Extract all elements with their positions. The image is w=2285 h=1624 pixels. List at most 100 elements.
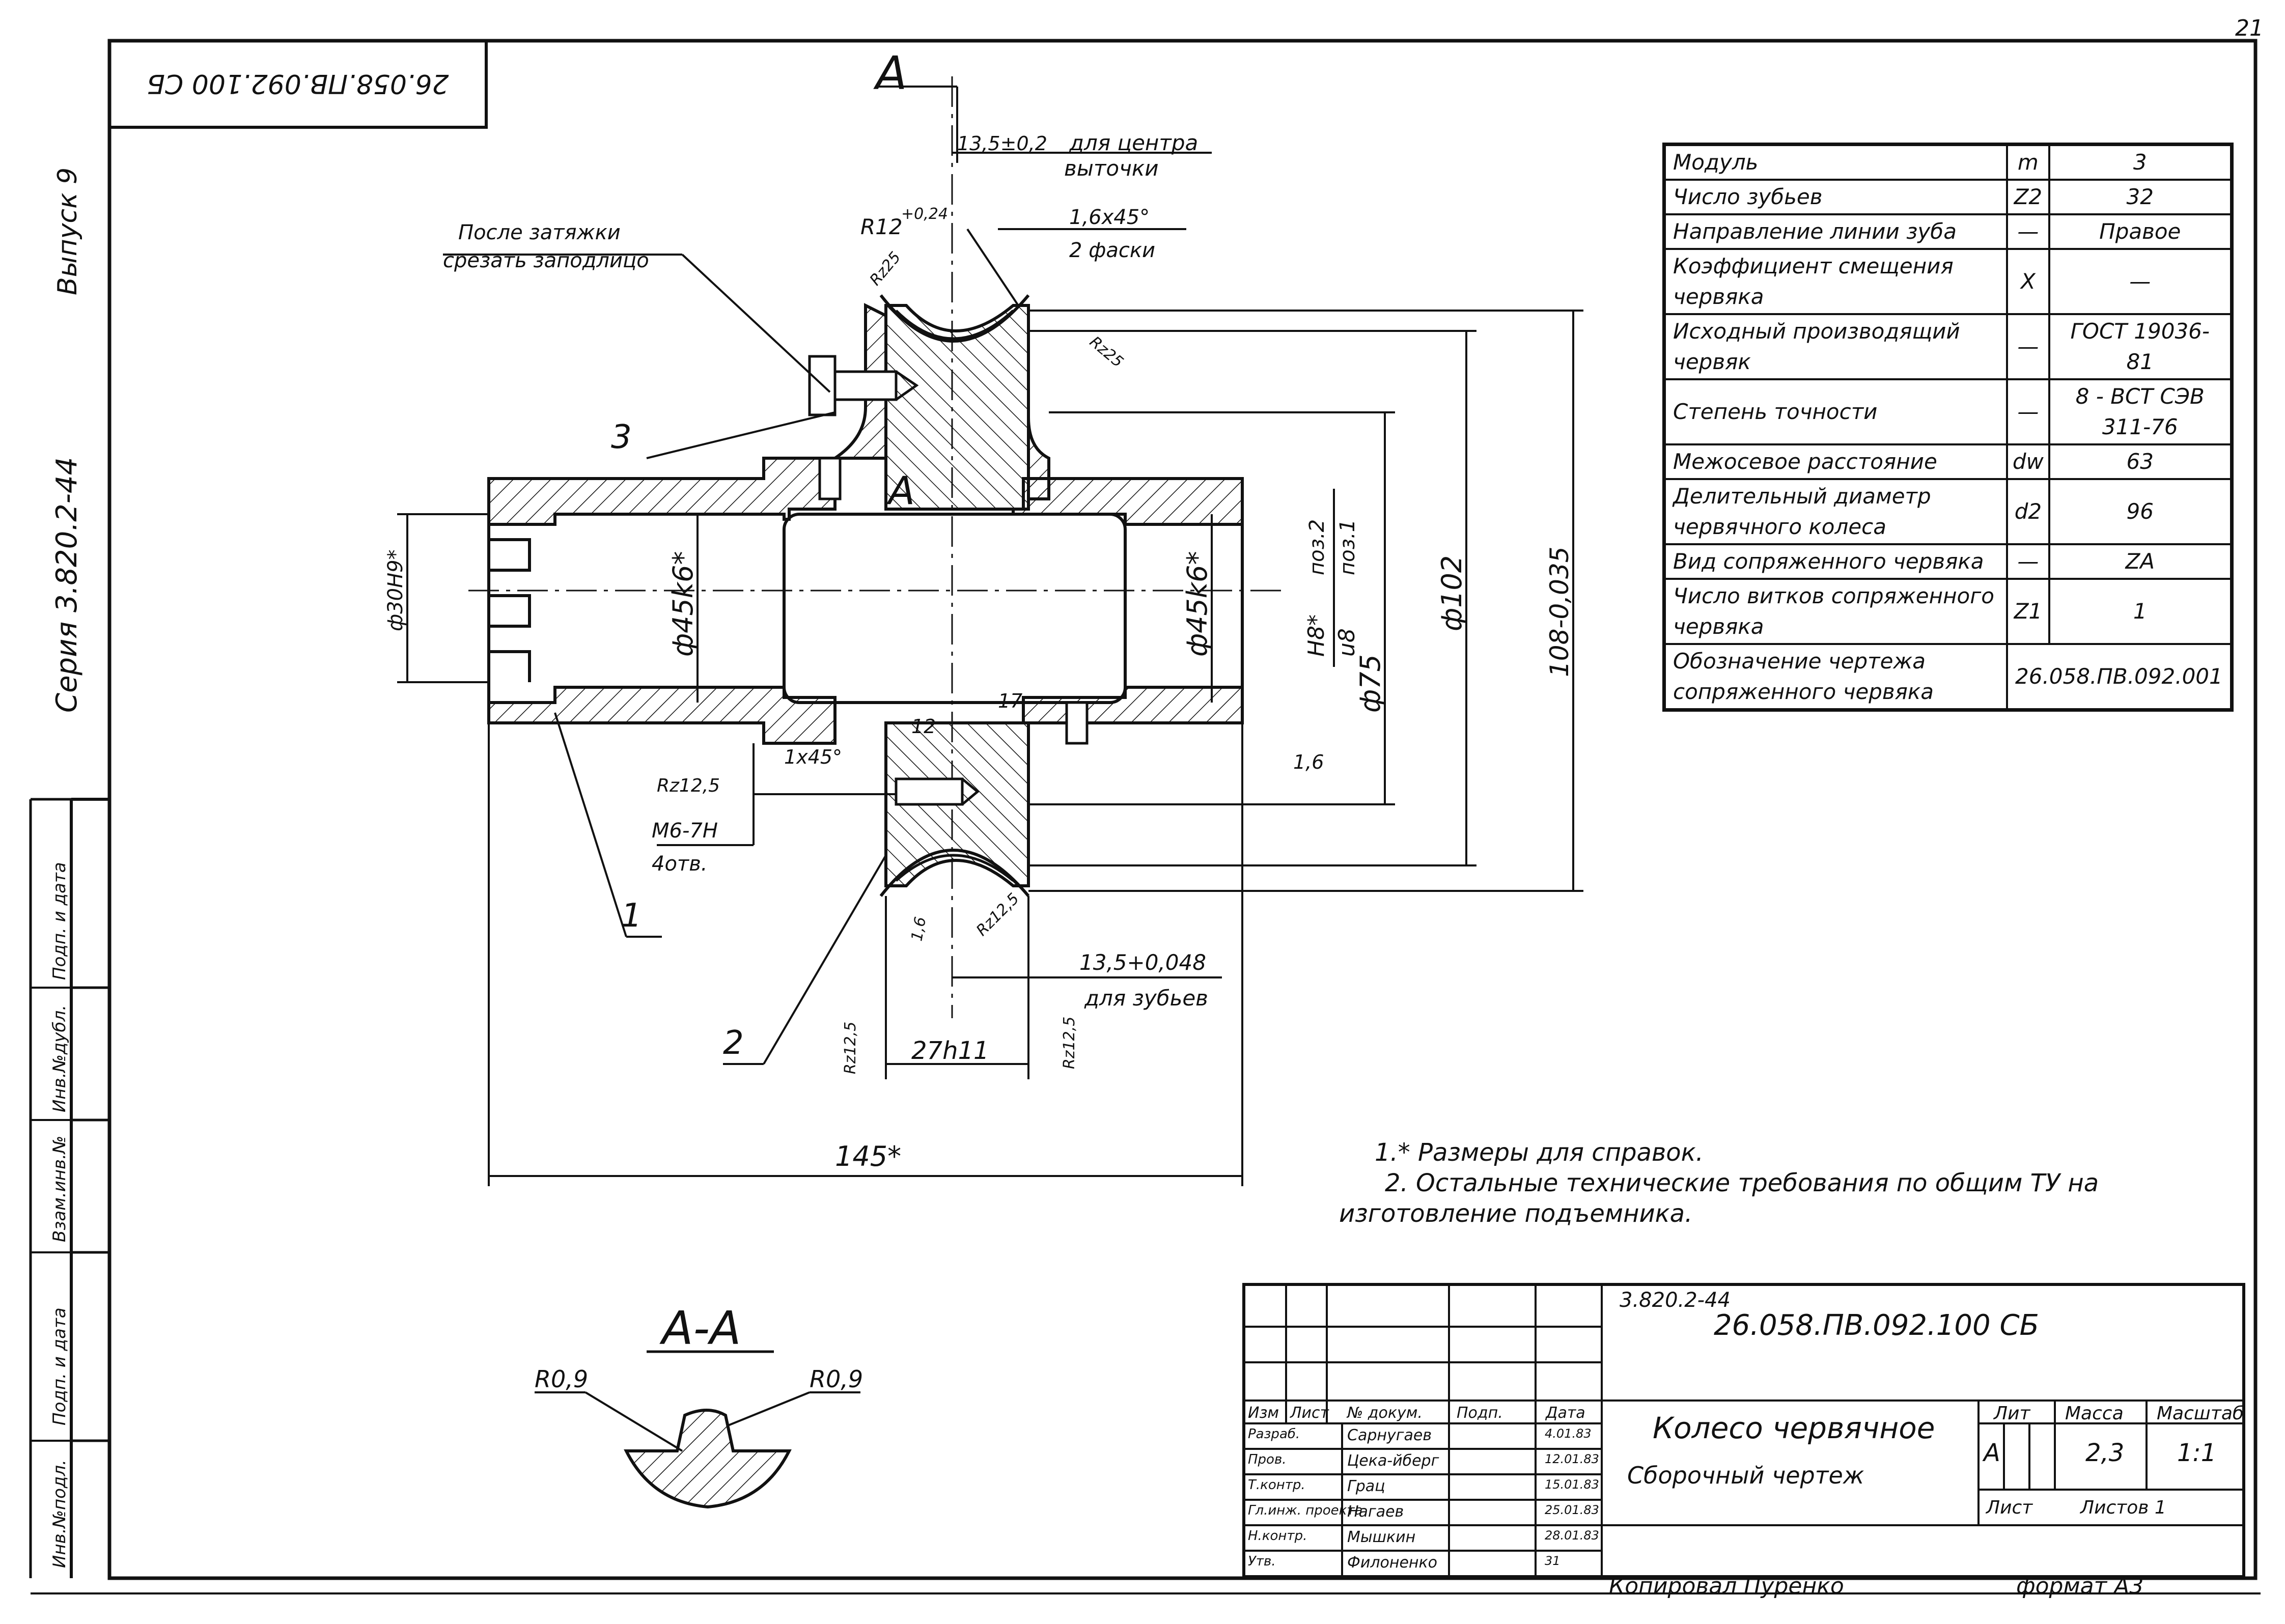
tb-mass-head: Масса: [2065, 1403, 2124, 1424]
tb-lit-val: А: [1984, 1439, 2000, 1467]
param-value: 63: [2048, 443, 2233, 480]
tb-head-doc: № докум.: [1347, 1404, 1423, 1422]
note-cut-2: срезать заподлицо: [443, 249, 649, 272]
params-row: Вид сопряженного червяка—ZA: [1663, 543, 2233, 580]
dim-chamfer-small: 1х45°: [784, 746, 842, 768]
section-aa-title: А-А: [659, 1302, 741, 1355]
dim-chamfer: 1,6x45°: [1069, 206, 1150, 229]
param-value: ГОСТ 19036-81: [2048, 313, 2233, 380]
tb-head-izm: Изм: [1248, 1404, 1279, 1422]
tb-row-name: Нагаев: [1347, 1503, 1404, 1521]
dia-45k6-left: ф45k6*: [667, 551, 699, 657]
param-value: —: [2048, 248, 2233, 315]
param-name: Вид сопряженного червяка: [1663, 543, 2008, 580]
param-name: Межосевое расстояние: [1663, 443, 2008, 480]
copied-by: Копировал Пуренко: [1609, 1573, 1844, 1599]
side-stamp-vzam: Взам.инв.№: [49, 1136, 70, 1242]
tb-row-name: Мышкин: [1347, 1528, 1416, 1546]
dim-145: 145*: [835, 1140, 901, 1172]
param-value: 8 - ВСТ СЭВ 311-76: [2048, 378, 2233, 445]
tb-head-sign: Подп.: [1457, 1404, 1503, 1422]
tb-row-name: Сарнугаев: [1347, 1426, 1432, 1444]
tb-row-date: 28.01.83: [1545, 1528, 1599, 1543]
param-name: Модуль: [1663, 143, 2008, 181]
params-row: Степень точности—8 - ВСТ СЭВ 311-76: [1663, 378, 2233, 445]
fit-bottom: u8: [1334, 628, 1360, 657]
dim-17: 17: [998, 690, 1022, 712]
tb-row-date: 12.01.83: [1545, 1452, 1599, 1466]
tb-row-role: Разраб.: [1248, 1426, 1300, 1442]
tb-scale-val: 1:1: [2177, 1439, 2217, 1467]
param-value: 26.058.ПВ.092.001: [2005, 643, 2233, 711]
param-value: 96: [2048, 478, 2233, 545]
dia-30h9: ф30Н9*: [384, 549, 407, 631]
dim-radius-top-tol: +0,24: [901, 205, 948, 223]
tb-name-line1: Колесо червячное: [1653, 1411, 1935, 1445]
drawing-frame: [107, 39, 2258, 1580]
rz125-d: Rz12,5: [1061, 1017, 1078, 1069]
note-center-2: выточки: [1064, 156, 1159, 181]
main-section-view: [468, 76, 1283, 1018]
note-center-1: для центра: [1069, 130, 1198, 155]
dim-teeth: 13,5+0,048: [1079, 950, 1206, 975]
tb-name-line2: Сборочный чертеж: [1627, 1462, 1864, 1489]
tb-row-date: 25.01.83: [1545, 1503, 1599, 1517]
param-name: Исходный производящий червяк: [1663, 313, 2008, 380]
tb-head-date: Дата: [1546, 1404, 1585, 1422]
drawing-annotations: А А 13,5±0,2 для центра выточки R12 +0,2…: [384, 47, 1574, 1172]
tb-mass-val: 2,3: [2085, 1439, 2125, 1467]
rz25-a: Rz25: [867, 248, 905, 289]
rotated-stamp-code: 26.058.ПВ.092.100 СБ: [147, 68, 449, 99]
side-stamp: Инв.№подл. Подп. и дата Взам.инв.№ Инв.№…: [29, 798, 109, 1578]
section-mark-inner: А: [886, 468, 915, 513]
tb-series-code: 3.820.2-44: [1620, 1289, 1731, 1312]
note-1: 1.* Размеры для справок.: [1375, 1138, 1704, 1167]
param-name: Обозначение чертежа сопряженного червяка: [1663, 643, 2008, 711]
params-row: Исходный производящий червяк—ГОСТ 19036-…: [1663, 313, 2233, 380]
section-aa-view: А-А R0,9 R0,9: [535, 1302, 863, 1509]
param-name: Коэффициент смещения червяка: [1663, 248, 2008, 315]
tb-row-date: 31: [1545, 1554, 1561, 1568]
tb-sheets-label: Листов 1: [2080, 1497, 2166, 1518]
format-label: формат А3: [2016, 1573, 2144, 1599]
tb-row-name: Цека-йберг: [1347, 1452, 1439, 1470]
param-name: Число витков сопряженного червяка: [1663, 578, 2008, 645]
dim-center: 13,5±0,2: [957, 132, 1047, 155]
param-value: 3: [2048, 143, 2233, 181]
param-value: ZA: [2048, 543, 2233, 580]
tb-sheet-label: Лист: [1986, 1497, 2033, 1518]
param-symbol: d2: [2006, 478, 2050, 545]
param-symbol: —: [2006, 378, 2050, 445]
dim-27h11: 27h11: [911, 1037, 989, 1065]
param-name: Число зубьев: [1663, 179, 2008, 215]
param-symbol: —: [2006, 543, 2050, 580]
rz25-b: Rz25: [1086, 333, 1127, 371]
dim-chamfer-count: 2 фаски: [1069, 239, 1155, 262]
dia-45k6-right: ф45k6*: [1181, 551, 1213, 657]
rough-16-a: 1,6: [1293, 751, 1324, 773]
params-row: Обозначение чертежа сопряженного червяка…: [1663, 643, 2233, 711]
tb-lit-head: Лит: [1994, 1403, 2030, 1424]
rz125-a: Rz12,5: [657, 775, 720, 796]
tb-row-role: Т.контр.: [1248, 1477, 1305, 1493]
technical-notes: 1.* Размеры для справок. 2. Остальные те…: [1339, 1138, 2099, 1228]
side-stamp-sign-date-1: Подп. и дата: [49, 1307, 70, 1425]
param-value: Правое: [2048, 213, 2233, 250]
issue-label: Выпуск 9: [52, 167, 83, 295]
dia-102: ф102: [1436, 555, 1468, 631]
dimensions: [397, 86, 1583, 1186]
title-block: 3.820.2-44 26.058.ПВ.092.100 СБ Колесо ч…: [1242, 1283, 2245, 1578]
dim-12: 12: [911, 715, 936, 738]
note-teeth: для зубьев: [1084, 986, 1208, 1011]
dia-108: 108-0,035: [1545, 546, 1574, 677]
page-number: 21: [2235, 15, 2264, 41]
pos-top: поз.2: [1305, 519, 1329, 575]
side-stamp-inv-podl: Инв.№подл.: [49, 1460, 70, 1568]
rotated-stamp-box: [108, 39, 488, 129]
